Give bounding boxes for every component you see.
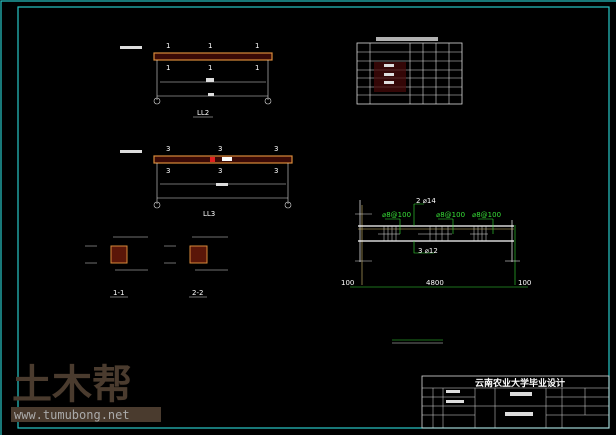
stirrup-label: ⌀8@100	[472, 211, 501, 219]
dim-label: 4800	[426, 279, 444, 287]
mark: 3	[274, 145, 278, 153]
dim-label: 100	[518, 279, 531, 287]
beam-ll2[interactable]: 1 1 1 1 1 1 LL2	[120, 42, 273, 118]
mark: 3	[218, 145, 222, 153]
mark: 3	[166, 145, 170, 153]
stirrup-label: ⌀8@100	[436, 211, 465, 219]
school-title: 云南农业大学毕业设计	[475, 377, 565, 389]
watermark-url: www.tumubong.net	[14, 408, 130, 422]
watermark: 土木帮 www.tumubong.net	[11, 362, 161, 422]
inner-frame	[17, 6, 610, 429]
section-2-2[interactable]: 2-2	[164, 236, 228, 298]
beam-ll3[interactable]: 3 3 3 3 3 3 LL3	[120, 145, 293, 218]
mark: 3	[166, 167, 170, 175]
title-block[interactable]: 云南农业大学毕业设计	[421, 375, 610, 429]
beam-title: LL3	[203, 210, 215, 218]
bottom-bar-label: 3 ⌀12	[418, 247, 438, 255]
mark: 3	[218, 167, 222, 175]
beam-title: LL2	[197, 109, 209, 117]
watermark-logo: 土木帮	[12, 362, 132, 408]
mark: 1	[166, 64, 170, 72]
section-label: 2-2	[192, 289, 203, 297]
section-1-1[interactable]: 1-1	[85, 236, 148, 298]
mark: 1	[166, 42, 170, 50]
beam-detail[interactable]: ⌀8@100 ⌀8@100 ⌀8@100 2 ⌀14 3 ⌀12 100 480…	[341, 197, 531, 344]
rebar-table[interactable]	[356, 37, 463, 105]
mark: 1	[208, 64, 212, 72]
dim-label: 100	[341, 279, 354, 287]
mark: 1	[255, 64, 259, 72]
section-label: 1-1	[113, 289, 124, 297]
mark: 3	[274, 167, 278, 175]
mark: 1	[255, 42, 259, 50]
stirrup-label: ⌀8@100	[382, 211, 411, 219]
mark: 1	[208, 42, 212, 50]
top-bar-label: 2 ⌀14	[416, 197, 436, 205]
